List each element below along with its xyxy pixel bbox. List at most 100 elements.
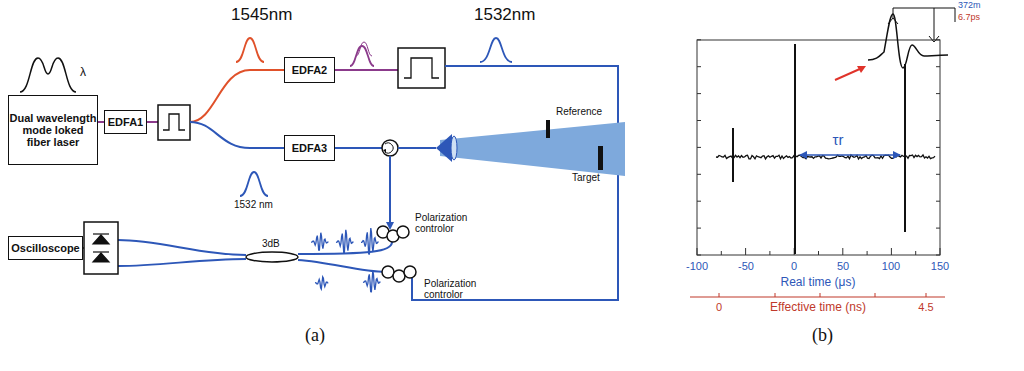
tick-marks [867, 251, 868, 255]
photodiode [93, 253, 109, 262]
beam [440, 122, 625, 176]
tick-marks [697, 248, 698, 255]
text-label: Effective time (ns) [770, 301, 866, 314]
reference-mirror [546, 120, 550, 138]
tick-marks [697, 120, 701, 121]
text-label: 100 [882, 260, 900, 272]
photodiode [93, 233, 109, 234]
text-label: Polarization controlor [424, 278, 504, 300]
tick-marks [936, 66, 940, 67]
polarization-controller [393, 270, 405, 282]
tick-marks [820, 293, 821, 297]
node-text: EDFA1 [108, 116, 143, 128]
trace-spike [904, 64, 906, 232]
dual-spectrum [20, 58, 76, 92]
text-label: (a) [305, 326, 325, 346]
text-label: (b) [812, 326, 833, 346]
effective-axis [690, 296, 945, 297]
interval-arrow [800, 154, 900, 156]
trace [716, 155, 935, 159]
filter-box [158, 105, 190, 140]
pulse-trains [311, 228, 381, 292]
pulse-trains [361, 228, 379, 254]
pulse-1545 [236, 38, 264, 62]
tick-marks [936, 93, 940, 94]
tick-marks [936, 120, 940, 121]
text-label: Target [572, 172, 600, 183]
tick-marks [697, 40, 940, 255]
tick-marks [818, 251, 819, 255]
pulse-mixed [356, 42, 372, 56]
tick-marks [936, 201, 940, 202]
text-label: -50 [738, 260, 754, 272]
text-label: 0 [791, 260, 797, 272]
fiber [147, 121, 158, 123]
tick-marks [697, 66, 701, 67]
lens [451, 136, 457, 160]
arrowhead [799, 151, 901, 159]
trace-spike [732, 128, 734, 182]
fiber-1545 [190, 70, 285, 122]
tick-marks [769, 251, 770, 255]
pulse-trains [336, 230, 354, 253]
pulse-trains [363, 271, 381, 292]
text-label: 4.5 [918, 301, 933, 313]
text-label: Polarization controlor [415, 212, 495, 234]
pulse-1532 [240, 172, 268, 196]
tick-marks [775, 293, 776, 297]
tick-marks [697, 93, 701, 94]
tick-marks [936, 228, 940, 229]
text-label: 150 [931, 260, 949, 272]
text-label: 6.7ps [958, 13, 980, 23]
text-label: Real time (μs) [781, 276, 856, 289]
plot-frame [697, 40, 940, 255]
text-label: τr [833, 132, 844, 149]
filter-symbol [404, 58, 439, 78]
text-label: 3dB [262, 238, 280, 249]
tick-marks [697, 228, 701, 229]
fiber [118, 240, 246, 255]
tick-marks [936, 174, 940, 175]
text-label: 1532 nm [234, 199, 273, 210]
fiber-lo [298, 260, 386, 272]
tick-marks [745, 248, 746, 255]
bracket-arrow [888, 18, 939, 42]
circulator [382, 140, 398, 156]
oscilloscope-box: Oscilloscope [8, 236, 83, 260]
text-label: -100 [686, 260, 708, 272]
pointer-arrow [835, 68, 862, 80]
photodiode [93, 235, 109, 244]
bracket [893, 8, 955, 40]
filter-box [398, 48, 445, 88]
pulse-trains [311, 233, 329, 250]
text-label: λ [80, 66, 86, 79]
tick-marks [936, 147, 940, 148]
tick-marks [719, 293, 720, 297]
tick-marks [697, 201, 701, 202]
tick-marks [721, 251, 722, 255]
amplifier-box: EDFA3 [284, 135, 335, 161]
filter-symbol [163, 114, 185, 130]
tick-marks [697, 255, 701, 256]
amplifier-box: EDFA2 [284, 57, 335, 83]
inset-waveform [868, 14, 948, 68]
collimator [436, 134, 452, 162]
tick-marks [891, 248, 892, 255]
tick-marks [915, 251, 916, 255]
node-text: Dual wavelength mode loked fiber laser [9, 112, 97, 148]
fiber-lo [412, 66, 618, 300]
text-label: 1545nm [231, 6, 292, 25]
pulse-mixed [350, 46, 374, 66]
tick-marks [940, 248, 941, 255]
amplifier-box: EDFA1 [104, 110, 147, 134]
tick-marks [936, 255, 940, 256]
text-label: 372m [958, 1, 981, 11]
node-text: EDFA2 [292, 64, 327, 76]
trace-spike [794, 44, 796, 254]
tick-marks [697, 39, 701, 40]
photodiode [93, 234, 109, 262]
text-label: Reference [556, 106, 602, 117]
laser-box: Dual wavelength mode loked fiber laser [8, 95, 98, 165]
